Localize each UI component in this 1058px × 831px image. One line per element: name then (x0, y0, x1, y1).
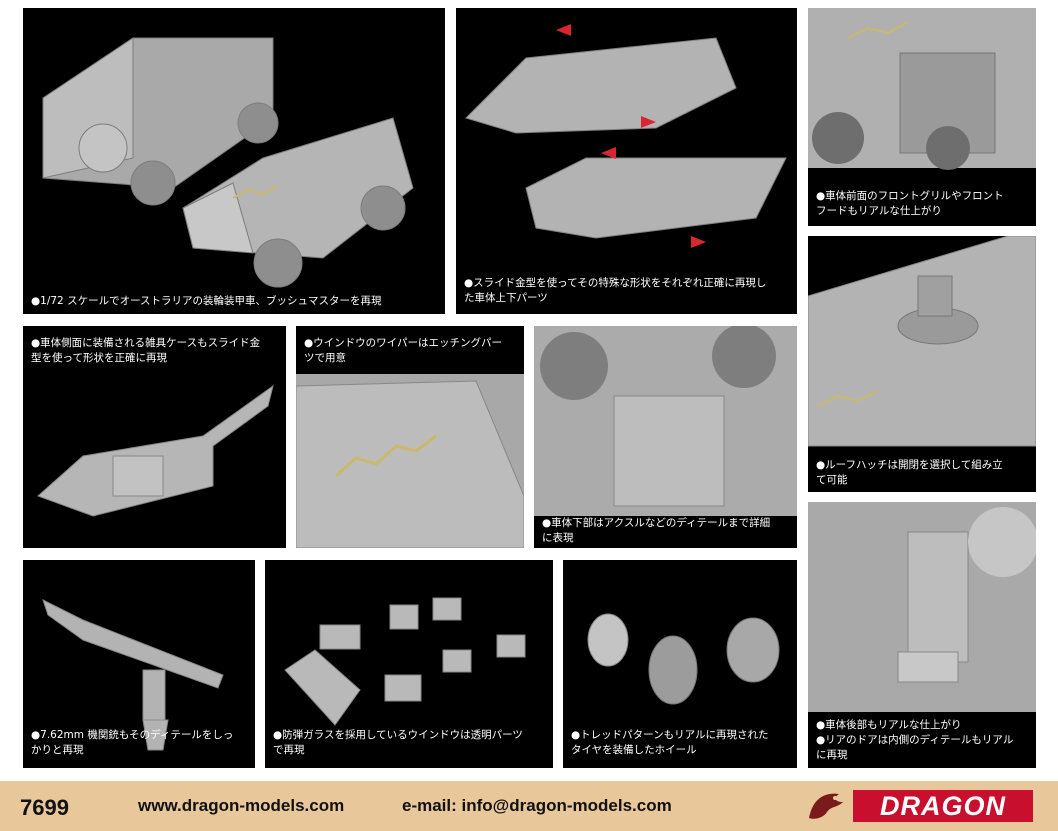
caption-line: ●車体前面のフロントグリルやフロント (816, 190, 1004, 202)
panel-hull-parts: ●スライド金型を使ってその特殊な形状をそれぞれ正確に再現し た車体上下パーツ (456, 8, 797, 314)
caption-line: に表現 (542, 532, 574, 544)
hull-parts-image (465, 24, 787, 248)
dragon-emblem-icon (809, 793, 843, 819)
clear-windows-image (284, 597, 526, 726)
panel-caption: ●スライド金型を使ってその特殊な形状をそれぞれ正確に再現し た車体上下パーツ (456, 276, 797, 306)
caption-line: ●リアのドアは内側のディテールもリアル (816, 734, 1014, 746)
caption-line: ●1/72 スケールでオーストラリアの装輪装甲車、ブッシュマスターを再現 (31, 295, 382, 307)
caption-line: ●車体側面に装備される雑具ケースもスライド金 (31, 337, 261, 349)
panel-underside: ●車体下部はアクスルなどのディテールまで詳細 に表現 (534, 326, 797, 548)
caption-line: ●スライド金型を使ってその特殊な形状をそれぞれ正確に再現し (464, 277, 767, 289)
panel-caption: ●車体前面のフロントグリルやフロント フードもリアルな仕上がり (808, 189, 1036, 219)
panel-rear: ●車体後部もリアルな仕上がり ●リアのドアは内側のディテールもリアル に再現 (808, 502, 1036, 768)
website-link[interactable]: www.dragon-models.com (138, 796, 345, 815)
vehicle-model-image (42, 37, 414, 288)
caption-line: に再現 (816, 749, 848, 761)
machine-gun-image (42, 599, 224, 751)
panel-stowage-case: ●車体側面に装備される雑具ケースもスライド金 型を使って形状を正確に再現 (23, 326, 286, 548)
panel-caption: ●1/72 スケールでオーストラリアの装輪装甲車、ブッシュマスターを再現 (23, 294, 445, 309)
caption-line: ●車体下部はアクスルなどのディテールまで詳細 (542, 517, 771, 529)
caption-line: ●ウインドウのワイパーはエッチングパー (304, 337, 502, 349)
panel-bushmaster-vehicles: ●1/72 スケールでオーストラリアの装輪装甲車、ブッシュマスターを再現 (23, 8, 445, 314)
panel-caption: ●トレッドパターンもリアルに再現された タイヤを装備したホイール (563, 728, 797, 758)
item-number: 7699 (20, 795, 69, 820)
panel-caption: ●ウインドウのワイパーはエッチングパー ツで用意 (296, 336, 524, 366)
brand-wordmark: DRAGON (853, 790, 1033, 822)
panel-front-grille: ●車体前面のフロントグリルやフロント フードもリアルな仕上がり (808, 8, 1036, 226)
front-grille-image (808, 8, 1036, 170)
caption-line: た車体上下パーツ (464, 292, 548, 304)
caption-line: 型を使って形状を正確に再現 (31, 352, 167, 364)
wheels-image (587, 613, 780, 705)
caption-line: で再現 (273, 744, 305, 756)
panel-wheels: ●トレッドパターンもリアルに再現された タイヤを装備したホイール (563, 560, 797, 768)
email-link[interactable]: e-mail: info@dragon-models.com (402, 796, 672, 815)
panel-caption: ●車体下部はアクスルなどのディテールまで詳細 に表現 (534, 516, 797, 546)
footer-bar: 7699 www.dragon-models.com e-mail: info@… (0, 781, 1058, 831)
caption-line: ツで用意 (304, 352, 346, 364)
caption-line: ●車体後部もリアルな仕上がり (816, 719, 962, 731)
caption-line: かりと再現 (31, 744, 84, 756)
caption-line: ●7.62mm 機関銃もそのディテールをしっ (31, 729, 234, 741)
panel-caption: ●車体後部もリアルな仕上がり ●リアのドアは内側のディテールもリアル に再現 (808, 718, 1036, 763)
caption-line: ●ルーフハッチは開閉を選択して組み立 (816, 459, 1003, 471)
panel-window-wipers: ●ウインドウのワイパーはエッチングパー ツで用意 (296, 326, 524, 548)
panel-machine-gun: ●7.62mm 機関銃もそのディテールをしっ かりと再現 (23, 560, 255, 768)
caption-line: て可能 (816, 474, 848, 486)
dragon-logo: DRAGON (805, 788, 1035, 824)
caption-line: ●トレッドパターンもリアルに再現された (571, 729, 769, 741)
panel-caption: ●車体側面に装備される雑具ケースもスライド金 型を使って形状を正確に再現 (23, 336, 286, 366)
caption-line: タイヤを装備したホイール (571, 744, 697, 756)
rear-image (808, 502, 1036, 712)
caption-line: フードもリアルな仕上がり (816, 205, 942, 217)
caption-line: ●防弾ガラスを採用しているウインドウは透明パーツ (273, 729, 523, 741)
panel-caption: ●7.62mm 機関銃もそのディテールをしっ かりと再現 (23, 728, 255, 758)
roof-hatch-image (808, 236, 1036, 447)
window-wipers-image (296, 374, 524, 548)
panel-clear-windows: ●防弾ガラスを採用しているウインドウは透明パーツ で再現 (265, 560, 553, 768)
panel-caption: ●ルーフハッチは開閉を選択して組み立 て可能 (808, 458, 1036, 488)
stowage-case-image (37, 384, 274, 517)
panel-caption: ●防弾ガラスを採用しているウインドウは透明パーツ で再現 (265, 728, 553, 758)
underside-image (534, 326, 797, 516)
panel-roof-hatch: ●ルーフハッチは開閉を選択して組み立 て可能 (808, 236, 1036, 492)
